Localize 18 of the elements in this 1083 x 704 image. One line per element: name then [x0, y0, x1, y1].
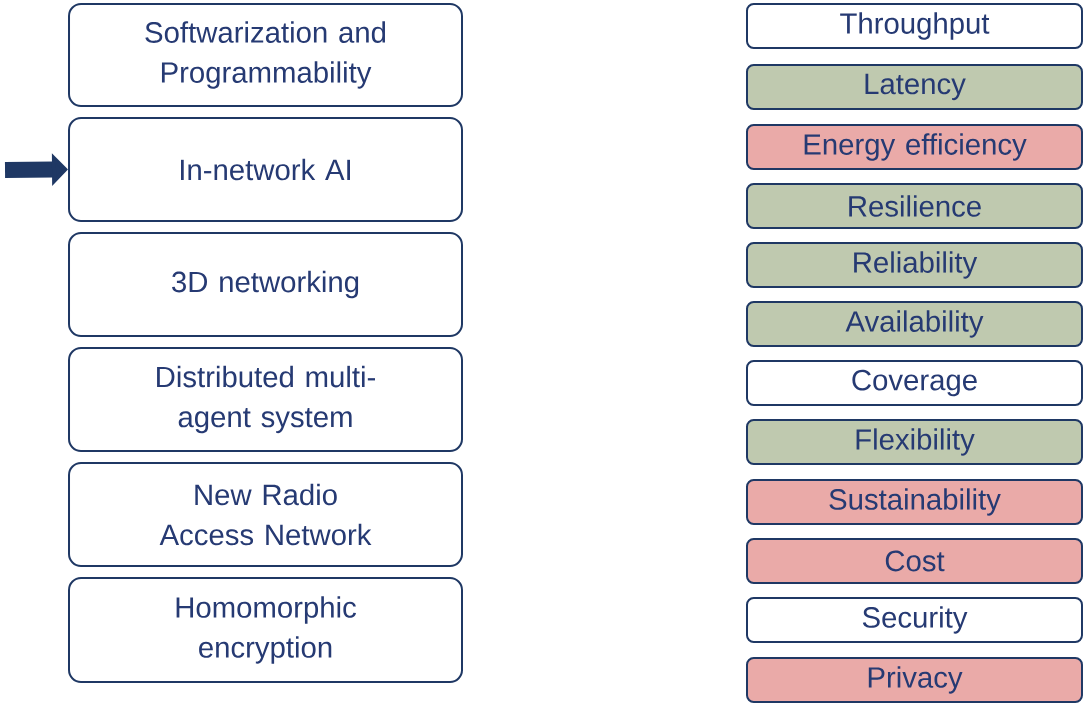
technology-box: 3D networking — [68, 232, 463, 337]
requirement-box: Flexibility — [746, 419, 1083, 465]
requirement-box: Sustainability — [746, 479, 1083, 525]
technology-box: Homomorphic encryption — [68, 577, 463, 683]
requirement-box: Energy efficiency — [746, 124, 1083, 170]
requirement-box: Reliability — [746, 242, 1083, 288]
requirement-box: Throughput — [746, 3, 1083, 49]
requirement-box: Security — [746, 597, 1083, 643]
technology-box: Softwarization and Programmability — [68, 3, 463, 107]
requirement-box: Availability — [746, 301, 1083, 347]
technology-box: Distributed multi-agent system — [68, 347, 463, 452]
requirement-box: Latency — [746, 64, 1083, 110]
requirement-box: Coverage — [746, 360, 1083, 406]
requirement-box: Privacy — [746, 657, 1083, 703]
requirement-box: Cost — [746, 538, 1083, 584]
technology-box: In-network AI — [68, 117, 463, 222]
requirement-box: Resilience — [746, 183, 1083, 229]
technology-box: New Radio Access Network — [68, 462, 463, 567]
